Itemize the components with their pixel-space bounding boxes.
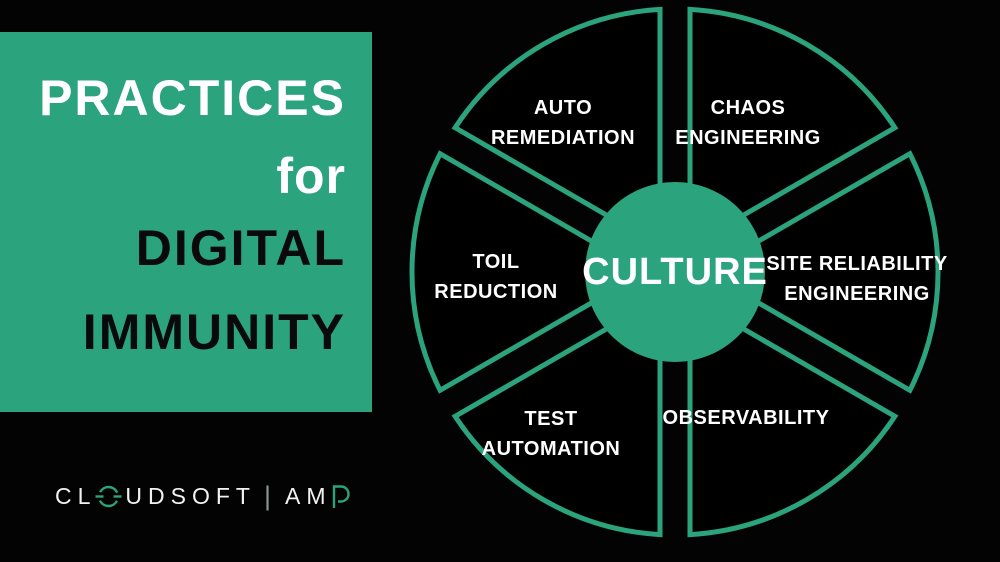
title-line-for: for <box>276 148 346 204</box>
segment-label-auto-remediation: AUTO REMEDIATION <box>490 97 636 149</box>
segment-observability <box>687 298 899 538</box>
segment-label-toil-reduction: TOIL REDUCTION <box>434 251 558 303</box>
segment-test-automation <box>451 298 663 538</box>
segment-label-site-reliability-engineering: SITE RELIABILITY ENGINEERING <box>766 253 948 305</box>
title-panel: PRACTICES for DIGITAL IMMUNITY <box>0 32 372 412</box>
logo-amp-prefix: AM <box>284 482 332 509</box>
logo-cloudsoft-suffix: UDSOFT <box>125 482 256 509</box>
segment-label-chaos-engineering: CHAOS ENGINEERING <box>675 97 821 149</box>
title-line-immunity: IMMUNITY <box>82 304 346 360</box>
segment-toil-reduction <box>409 150 643 394</box>
brand-logo: CL UDSOFT | AM <box>55 480 352 512</box>
logo-divider: | <box>263 480 271 511</box>
title-line-digital: DIGITAL <box>135 220 346 276</box>
segment-label-observability: OBSERVABILITY <box>662 407 830 429</box>
segment-label-test-automation: TEST AUTOMATION <box>481 408 621 460</box>
logo-p-icon <box>333 484 351 508</box>
logo-o-icon <box>95 485 122 507</box>
segment-site-reliability-engineering <box>707 150 941 394</box>
title-line-practices: PRACTICES <box>39 70 346 126</box>
segment-chaos-engineering <box>687 6 899 246</box>
segment-auto-remediation <box>451 6 663 246</box>
culture-label: CULTURE <box>582 250 768 293</box>
culture-hub-circle: CULTURE <box>582 182 768 362</box>
logo-cloudsoft-prefix: CL <box>55 482 97 509</box>
